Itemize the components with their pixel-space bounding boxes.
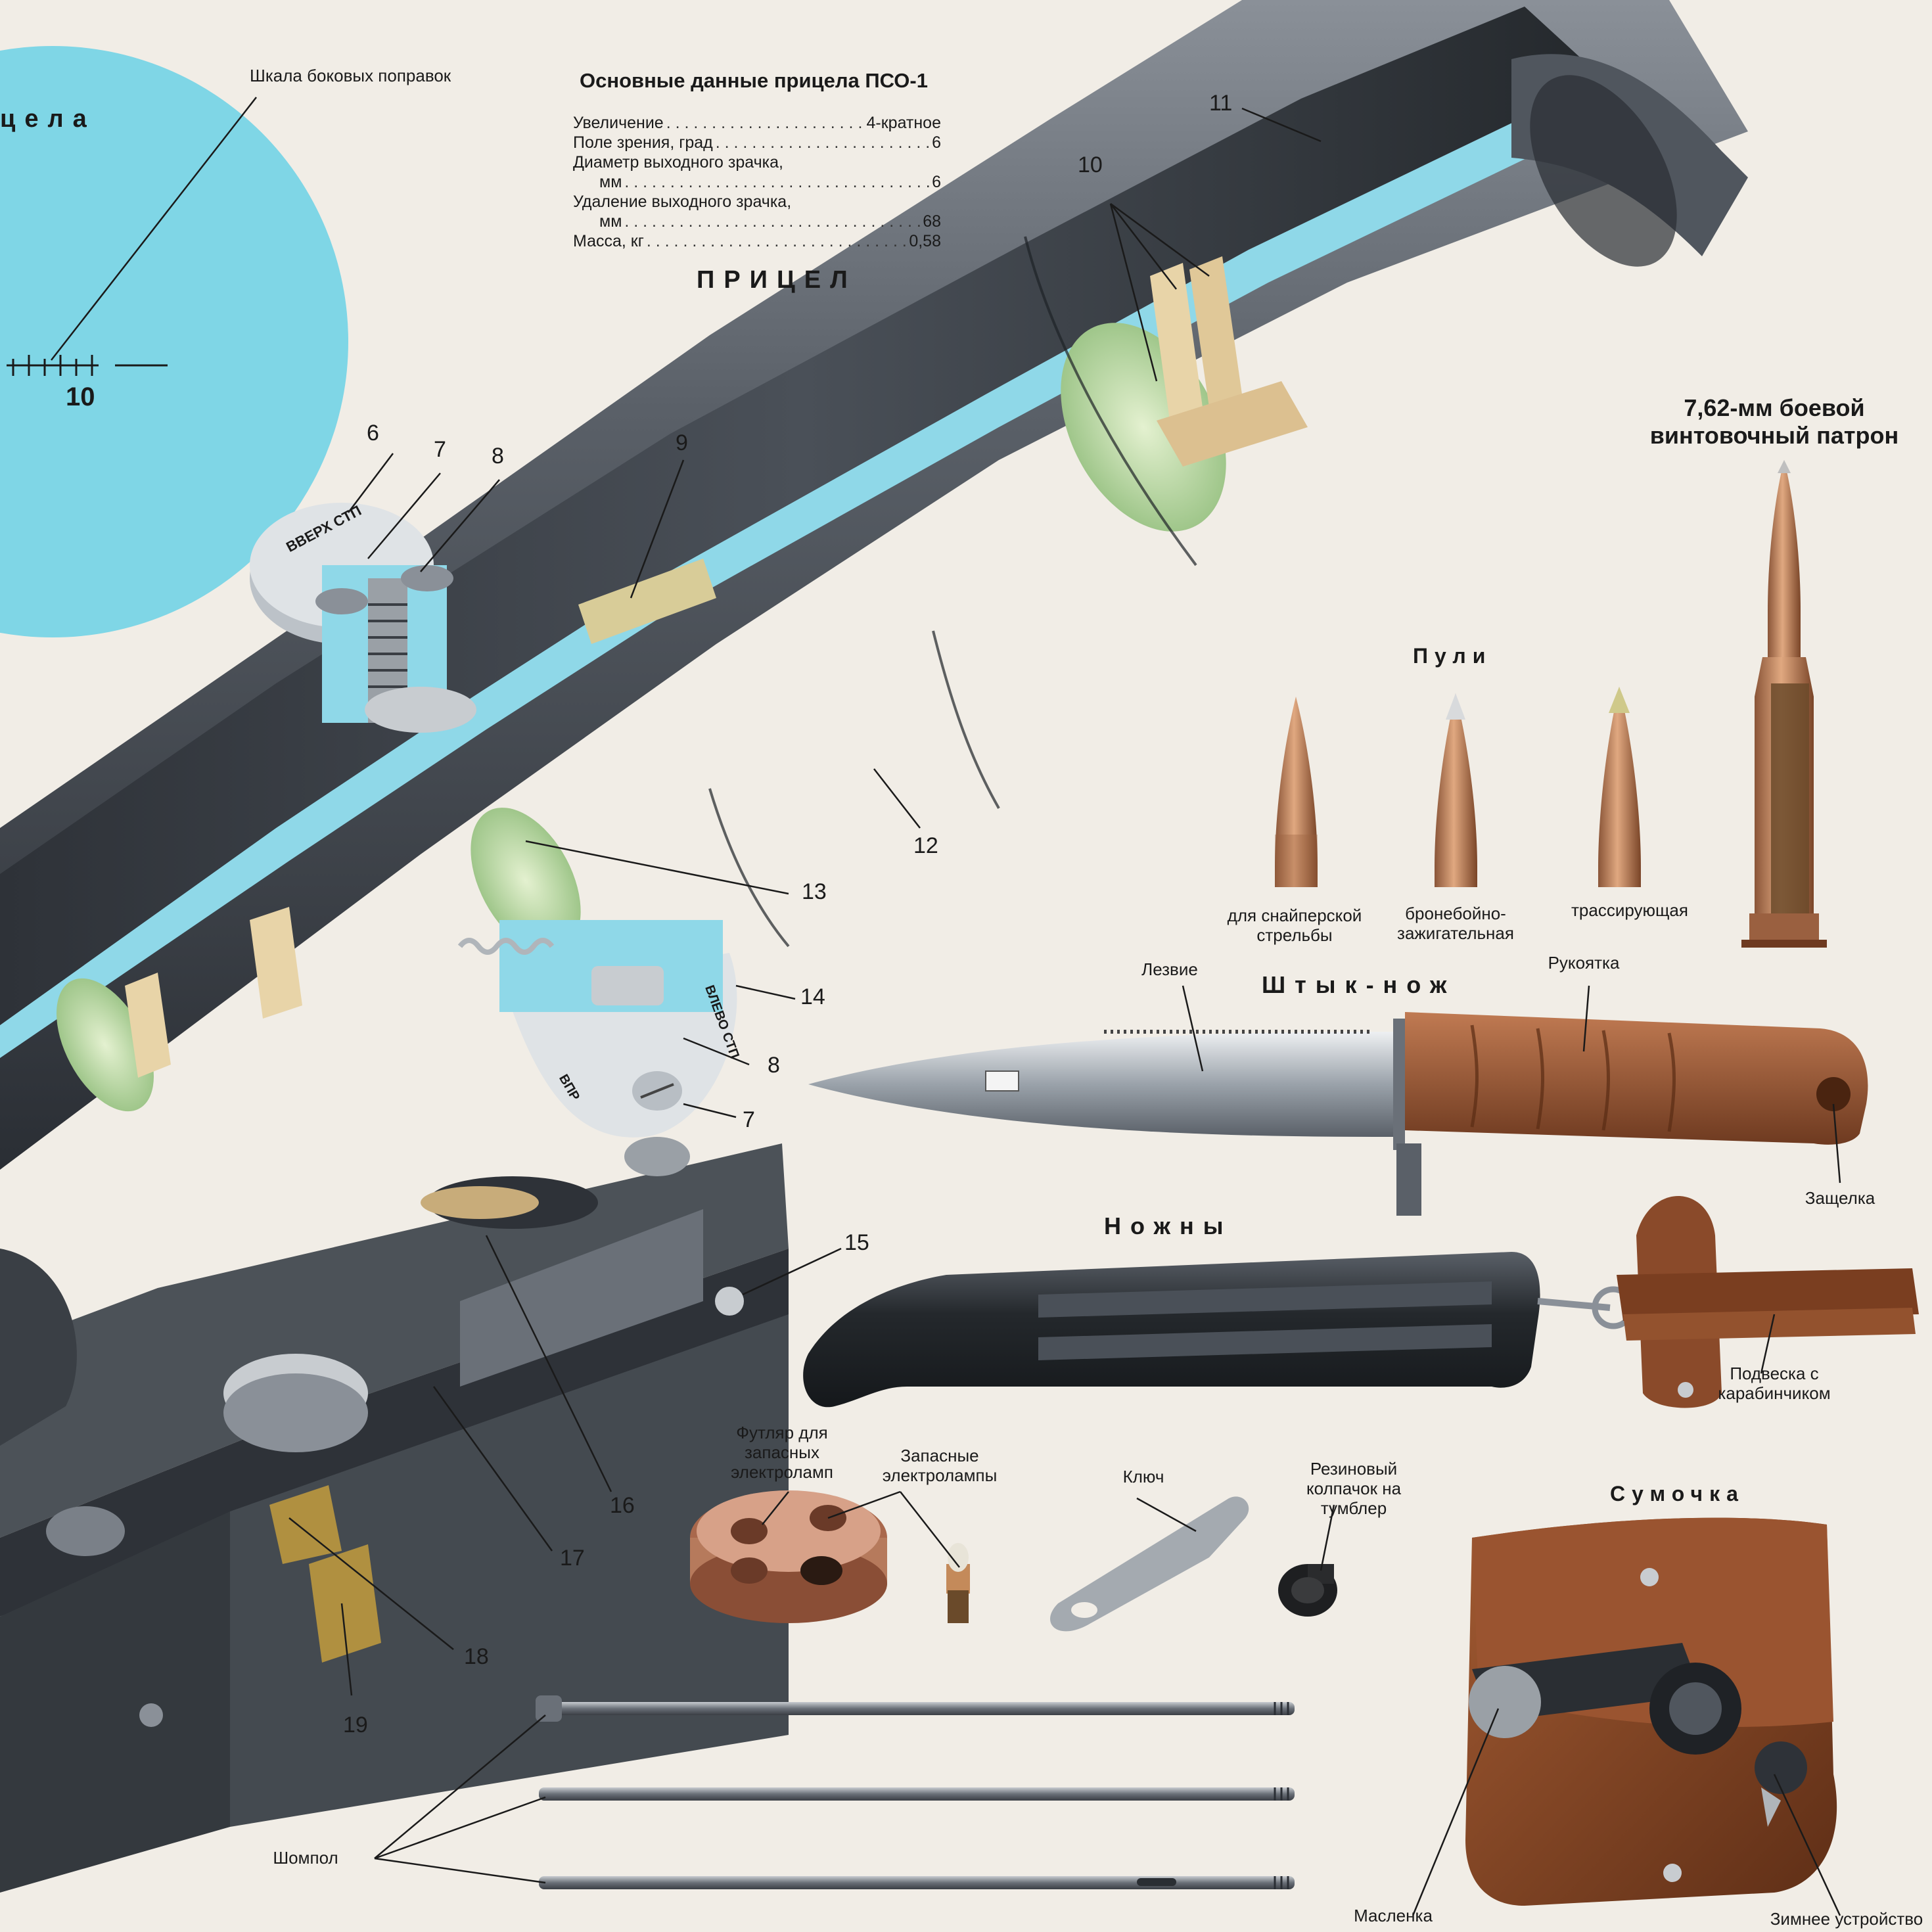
- spare-lamps-label: Запасные электролампы: [882, 1446, 998, 1485]
- callout-12: 12: [913, 833, 938, 858]
- callout-18: 18: [464, 1644, 489, 1669]
- callout-16: 16: [610, 1493, 635, 1518]
- key-label: Ключ: [1122, 1467, 1164, 1486]
- spec-heading: Основные данные прицела ПСО-1: [580, 69, 928, 92]
- callout-8b: 8: [768, 1053, 780, 1078]
- lamp-case: [690, 1490, 970, 1623]
- callout-14: 14: [800, 984, 825, 1009]
- reticle-title-fragment: цела: [0, 105, 96, 133]
- callout-7: 7: [434, 437, 446, 462]
- spanner-key: [1050, 1496, 1249, 1632]
- bayonet: [808, 1012, 1868, 1216]
- blade-label: Лезвие: [1141, 959, 1198, 979]
- spec-row: Диаметр выходного зрачка,: [573, 153, 783, 172]
- callout-6: 6: [367, 421, 379, 446]
- callout-15: 15: [844, 1230, 869, 1255]
- cartridge-title: 7,62-мм боевой винтовочный патрон: [1649, 394, 1899, 449]
- spec-row: Поле зрения, град6: [573, 133, 941, 152]
- pouch-title: Сумочка: [1610, 1482, 1745, 1506]
- rubber-cap: [1278, 1564, 1337, 1617]
- scabbard: [803, 1196, 1919, 1408]
- callout-9: 9: [676, 430, 688, 455]
- callout-19: 19: [343, 1713, 368, 1737]
- bullet-label-ap: бронебойно-зажигательная: [1397, 904, 1514, 943]
- leader-lines: [288, 107, 1841, 1916]
- latch-label: Защелка: [1805, 1188, 1875, 1208]
- rifle-cartridge: [1741, 460, 1827, 948]
- oiler-label: Масленка: [1354, 1906, 1433, 1925]
- scope-title: ПРИЦЕЛ: [697, 266, 857, 294]
- spec-row: мм6: [573, 172, 941, 192]
- scale-label: Шкала боковых поправок: [250, 66, 451, 85]
- spec-row: Увеличение4-кратное: [573, 113, 941, 133]
- adjustment-drums: [250, 503, 737, 1138]
- lamp-case-label: Футляр для запасных электроламп: [731, 1423, 833, 1482]
- callout-11: 11: [1209, 91, 1233, 116]
- callout-17: 17: [560, 1546, 585, 1571]
- rubber-cap-label: Резиновый колпачок на тумблер: [1306, 1459, 1402, 1518]
- bracket-mount: [0, 1137, 789, 1893]
- callout-10: 10: [1078, 152, 1103, 177]
- callout-8: 8: [492, 444, 504, 469]
- spec-row: Масса, кг0,58: [573, 231, 941, 251]
- reticle-view: [0, 46, 348, 637]
- scabbard-title: Ножны: [1104, 1212, 1233, 1239]
- bayonet-title: Штык-нож: [1262, 971, 1456, 998]
- rod-label: Шомпол: [273, 1848, 338, 1868]
- callout-7b: 7: [743, 1107, 755, 1132]
- bullets-title: Пули: [1413, 644, 1492, 668]
- bullet-label-sniper: для снайперской стрельбы: [1227, 906, 1362, 945]
- pouch: [1465, 1517, 1837, 1906]
- bullet-label-tracer: трассирующая: [1571, 900, 1688, 920]
- callout-13: 13: [802, 879, 827, 904]
- hanger-label: Подвеска с карабинчиком: [1718, 1364, 1831, 1403]
- bullets: [1275, 687, 1641, 887]
- handle-label: Рукоятка: [1548, 953, 1620, 973]
- scale-number: 10: [66, 382, 95, 411]
- winter-device-label: Зимнее устройство: [1770, 1909, 1923, 1929]
- spec-row: Удаление выходного зрачка,: [573, 193, 792, 211]
- spec-row: мм68: [573, 212, 941, 231]
- cleaning-rods: [536, 1695, 1295, 1889]
- spec-table: Основные данные прицела ПСО-1 Увеличение…: [573, 69, 941, 251]
- scope-tube: [0, 0, 1748, 1170]
